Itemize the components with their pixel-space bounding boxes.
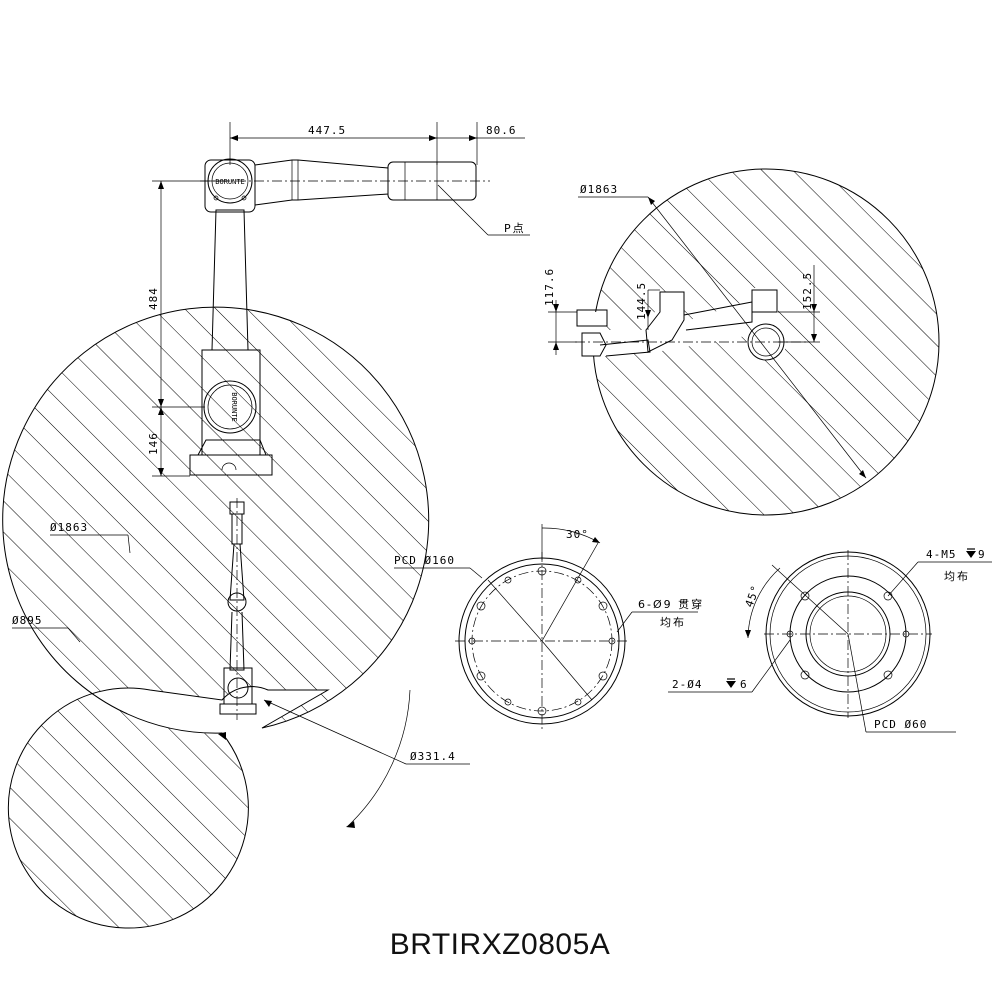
flange-small-thread: 4-M5 [926, 548, 957, 561]
workspace-base-dia: Ø331.4 [410, 750, 456, 763]
flange-small-pcd: PCD Ø60 [874, 718, 927, 731]
p-point-label: P点 [504, 222, 526, 235]
dim-tool-length: 80.6 [486, 124, 517, 137]
flange-small-angle: 45° [743, 583, 763, 609]
depth-symbol-icon [966, 548, 976, 558]
robot-arm-top-icon [575, 289, 810, 361]
flange-small-holes [786, 591, 910, 680]
top-view: Ø1863 117.6 144.5 152.5 [543, 168, 940, 516]
model-number: BRTIRXZ0805A [389, 928, 611, 961]
brand-label-shoulder: BORUNTE [215, 178, 245, 186]
dim-column-height: 484 [147, 287, 160, 310]
robot-arm-workspace-icon [219, 498, 257, 720]
depth-symbol-icon [726, 678, 736, 688]
flange-small-spacing: 均布 [944, 570, 970, 583]
top-dim-a: 117.6 [543, 268, 556, 306]
dim-arm-length: 447.5 [308, 124, 346, 137]
flange-small-pin: 2-Ø4 [672, 678, 703, 691]
flange-small-view: 45° 4-M5 9 均布 2-Ø4 6 PCD Ø60 [668, 548, 992, 733]
flange-small-pin-depth: 6 [740, 678, 748, 691]
flange-large-angle: 30° [566, 528, 589, 541]
flange-small-thread-depth: 9 [978, 548, 986, 561]
flange-large-holes-label: 6-Ø9 贯穿 [638, 597, 704, 611]
flange-large-holes [468, 566, 616, 716]
workspace-view: Ø1863 Ø895 Ø331.4 [2, 306, 470, 929]
flange-large-view: PCD Ø160 30° 6-Ø9 贯穿 均布 [394, 524, 704, 730]
flange-large-spacing: 均布 [660, 616, 686, 629]
top-view-diameter: Ø1863 [580, 183, 618, 196]
workspace-inner-dia: Ø895 [12, 614, 43, 627]
top-dim-c: 152.5 [801, 272, 814, 310]
top-dim-b: 144.5 [635, 282, 648, 320]
flange-large-pcd: PCD Ø160 [394, 554, 455, 567]
workspace-outer-dia: Ø1863 [50, 521, 88, 534]
